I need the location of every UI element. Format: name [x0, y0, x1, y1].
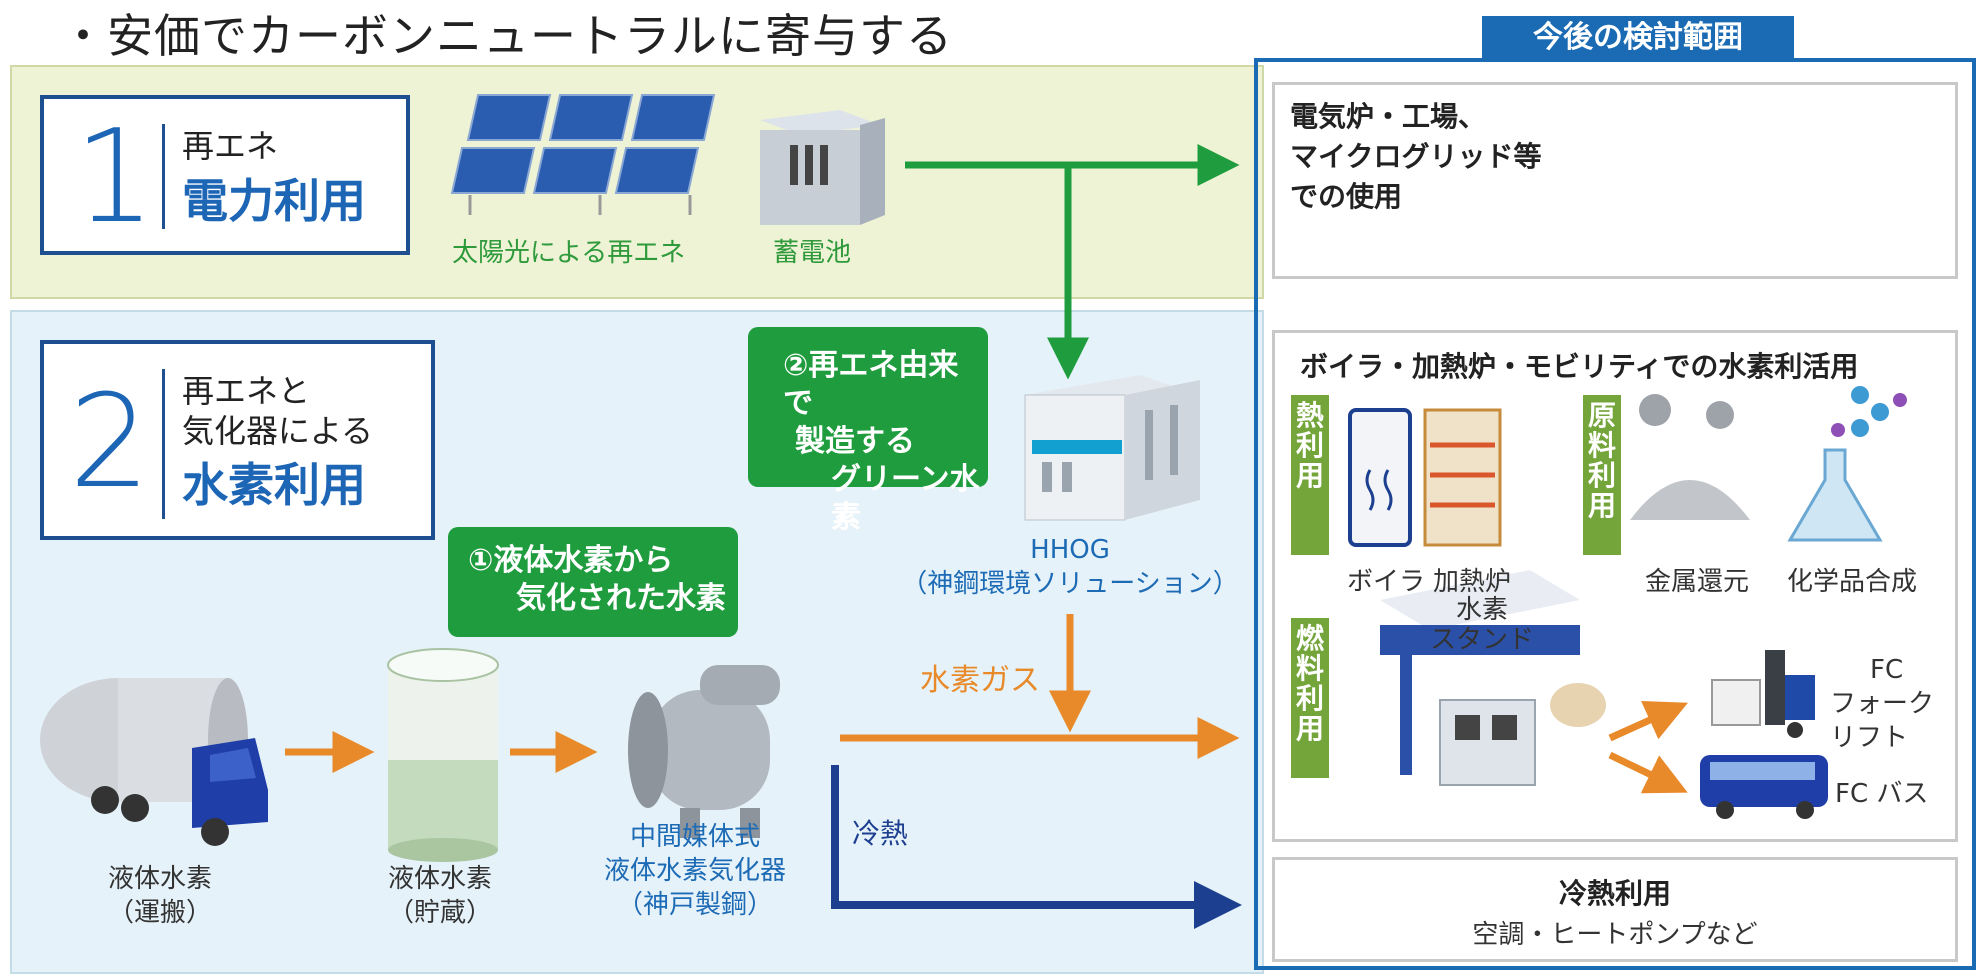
heating-furnace-icon	[1423, 408, 1502, 547]
battery-label: 蓄電池	[773, 238, 852, 268]
panel-electric-use: 電気炉・工場、 マイクログリッド等 での使用	[1272, 82, 1958, 279]
green-box2-line1: ②再エネ由来で	[783, 348, 959, 421]
forklift-label: FC フォークリフト	[1830, 653, 1955, 755]
green-box2-line2: 製造する	[795, 424, 915, 459]
green-box2-line3: グリーン水素	[831, 462, 980, 535]
section2-line1: 再エネと	[182, 372, 311, 410]
tab-heat-use: 熱利用	[1291, 395, 1329, 555]
section2-line2: 気化器による	[182, 412, 374, 450]
hhog-label: HHOG （神鋼環境ソリューション）	[870, 533, 1270, 601]
forklift-line1: FC	[1870, 655, 1904, 685]
station-label: 水素 スタンド	[1430, 595, 1534, 655]
section2-number: 2	[69, 368, 151, 517]
chemical-synthesis-label: 化学品合成	[1787, 567, 1918, 597]
cold-heat-label: 冷熱	[852, 817, 909, 850]
section1-line2: 電力利用	[182, 174, 366, 228]
tank-line2: （貯蔵）	[387, 898, 492, 928]
page-heading: ・安価でカーボンニュートラルに寄与する	[60, 9, 953, 63]
panel-electric-line1: 電気炉・工場、	[1290, 100, 1487, 133]
hydrogen-gas-label: 水素ガス	[920, 663, 1040, 698]
truck-label: 液体水素 （運搬）	[75, 862, 245, 930]
tanker-truck-icon	[40, 678, 268, 846]
forklift-line2: フォークリフト	[1830, 689, 1935, 753]
section2-line3: 水素利用	[182, 458, 366, 512]
panel-h2-title: ボイラ・加熱炉・モビリティでの水素利活用	[1300, 350, 1859, 383]
hhog-line1: HHOG	[1030, 535, 1110, 565]
tab-raw-material-use: 原料利用	[1583, 395, 1621, 555]
metal-reduction-label: 金属還元	[1645, 567, 1750, 597]
truck-line2: （運搬）	[107, 898, 212, 928]
green-box1-line1: ①液体水素から	[468, 543, 674, 578]
liquid-hydrogen-box: ①液体水素から 気化された水素	[448, 527, 738, 637]
panel-electric-line3: での使用	[1290, 180, 1403, 213]
vaporizer-icon	[628, 665, 780, 838]
future-scope-frame	[1254, 58, 1976, 970]
arrow-to-bus	[1608, 751, 1688, 794]
hhog-line2: （神鋼環境ソリューション）	[901, 569, 1239, 599]
section2-divider	[162, 369, 165, 519]
furnace-label: 加熱炉	[1433, 567, 1512, 597]
solar-label: 太陽光による再エネ	[452, 238, 686, 268]
hhog-machine-icon	[1024, 375, 1200, 521]
green-hydrogen-box: ②再エネ由来で 製造する グリーン水素	[748, 327, 988, 535]
arrow-cold-heat	[831, 765, 1242, 929]
bus-icon	[1700, 755, 1828, 819]
panel-electric-line2: マイクログリッド等	[1290, 140, 1542, 173]
panel-cold-title: 冷熱利用	[1558, 877, 1671, 910]
section1-divider	[162, 124, 165, 229]
panel-cold-subtitle: 空調・ヒートポンプなど	[1472, 920, 1758, 950]
boiler-label: ボイラ	[1347, 567, 1426, 597]
vaporizer-label: 中間媒体式 液体水素気化器 （神戸製鋼）	[565, 820, 825, 922]
station-line1: 水素	[1456, 595, 1509, 625]
future-scope-tag: 今後の検討範囲	[1482, 16, 1794, 60]
station-line2: スタンド	[1430, 625, 1535, 655]
section2-box: 2 再エネと 気化器による 水素利用	[40, 340, 435, 540]
forklift-icon	[1711, 650, 1815, 738]
panel-cold-heat-use: 冷熱利用 空調・ヒートポンプなど	[1272, 857, 1958, 962]
vaporizer-line1: 中間媒体式	[629, 822, 760, 852]
metal-reduction-icon	[1630, 394, 1750, 520]
boiler-icon	[1348, 408, 1412, 547]
tank-label: 液体水素 （貯蔵）	[355, 862, 525, 930]
panel-electric-text: 電気炉・工場、 マイクログリッド等 での使用	[1290, 97, 1541, 217]
tank-line1: 液体水素	[387, 864, 492, 894]
bus-label: FC バス	[1835, 779, 1929, 809]
vaporizer-line3: （神戸製鋼）	[616, 890, 773, 920]
vaporizer-line2: 液体水素気化器	[603, 856, 786, 886]
truck-line1: 液体水素	[107, 864, 212, 894]
chemical-synthesis-icon	[1787, 386, 1907, 542]
solar-panel-icon	[450, 94, 716, 215]
section1-box: 1 再エネ 電力利用	[40, 95, 410, 255]
section1-number: 1	[74, 103, 156, 252]
section1-line1: 再エネ	[182, 127, 279, 165]
battery-icon	[760, 110, 885, 225]
tab-fuel-use: 燃料利用	[1291, 618, 1329, 778]
arrow-to-forklift	[1608, 700, 1688, 742]
panel-hydrogen-use: ボイラ・加熱炉・モビリティでの水素利活用 熱利用 原料利用 燃料利用 ボイラ 加…	[1272, 330, 1958, 842]
storage-tank-icon	[387, 648, 499, 862]
green-box1-line2: 気化された水素	[516, 581, 726, 616]
hydrogen-station-icon	[1380, 570, 1606, 786]
